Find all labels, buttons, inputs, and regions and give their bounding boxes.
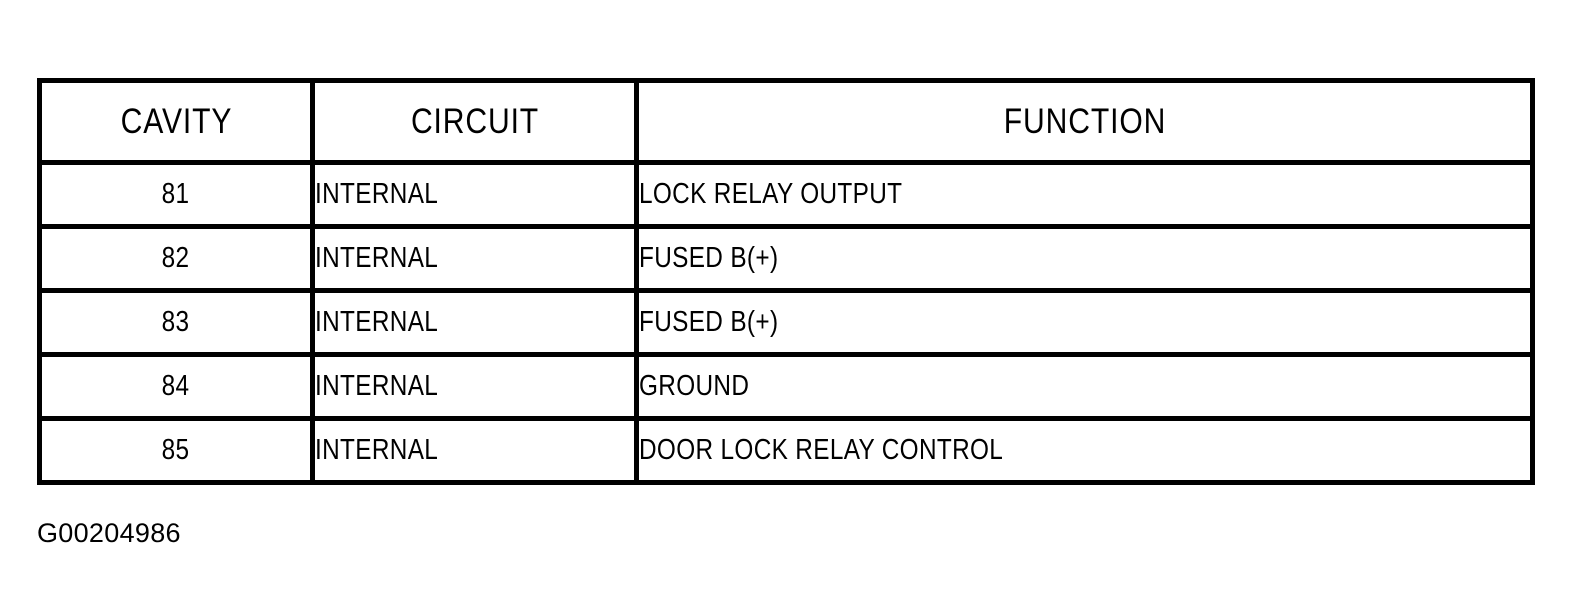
cell-circuit-text: INTERNAL <box>315 434 439 466</box>
column-header-cavity: CAVITY <box>56 78 296 165</box>
cell-cavity: 85 <box>37 416 315 485</box>
table-header: CAVITY CIRCUIT FUNCTION <box>40 78 1533 165</box>
cell-circuit: INTERNAL <box>310 224 639 293</box>
cell-cavity: 81 <box>37 160 315 229</box>
cell-function: FUSED B(+) <box>634 224 1535 293</box>
cell-function-text: GROUND <box>639 370 750 402</box>
cell-function: LOCK RELAY OUTPUT <box>634 160 1535 229</box>
cell-circuit-text: INTERNAL <box>315 370 439 402</box>
cell-function: GROUND <box>634 352 1535 421</box>
cell-cavity: 82 <box>37 224 315 293</box>
cell-function-text: FUSED B(+) <box>639 306 779 338</box>
cell-function-text: LOCK RELAY OUTPUT <box>639 178 903 210</box>
table-header-row: CAVITY CIRCUIT FUNCTION <box>40 78 1533 165</box>
cavity-circuit-function-table: CAVITY CIRCUIT FUNCTION 81 INTERNAL LOCK… <box>37 78 1535 485</box>
cell-function: DOOR LOCK RELAY CONTROL <box>634 416 1535 485</box>
table-row: 84 INTERNAL GROUND <box>37 352 1535 421</box>
cell-cavity-text: 83 <box>162 306 190 338</box>
figure-caption: G00204986 <box>37 518 181 548</box>
cell-circuit: INTERNAL <box>310 160 639 229</box>
cell-cavity-text: 81 <box>162 178 190 210</box>
table-row: 83 INTERNAL FUSED B(+) <box>37 288 1535 357</box>
cell-circuit: INTERNAL <box>310 288 639 357</box>
column-header-function: FUNCTION <box>697 78 1472 165</box>
cell-cavity: 84 <box>37 352 315 421</box>
column-header-circuit: CIRCUIT <box>333 78 616 165</box>
table-body: 81 INTERNAL LOCK RELAY OUTPUT 82 INTERNA… <box>37 160 1535 485</box>
cell-function-text: FUSED B(+) <box>639 242 779 274</box>
cell-cavity-text: 84 <box>162 370 190 402</box>
cell-circuit: INTERNAL <box>310 352 639 421</box>
cell-circuit-text: INTERNAL <box>315 242 439 274</box>
cell-circuit: INTERNAL <box>310 416 639 485</box>
cell-function: FUSED B(+) <box>634 288 1535 357</box>
table-row: 81 INTERNAL LOCK RELAY OUTPUT <box>37 160 1535 229</box>
cell-cavity-text: 82 <box>162 242 190 274</box>
table-row: 85 INTERNAL DOOR LOCK RELAY CONTROL <box>37 416 1535 485</box>
cell-cavity-text: 85 <box>162 434 190 466</box>
table-row: 82 INTERNAL FUSED B(+) <box>37 224 1535 293</box>
cell-cavity: 83 <box>37 288 315 357</box>
cell-circuit-text: INTERNAL <box>315 178 439 210</box>
cell-function-text: DOOR LOCK RELAY CONTROL <box>639 434 1004 466</box>
cell-circuit-text: INTERNAL <box>315 306 439 338</box>
